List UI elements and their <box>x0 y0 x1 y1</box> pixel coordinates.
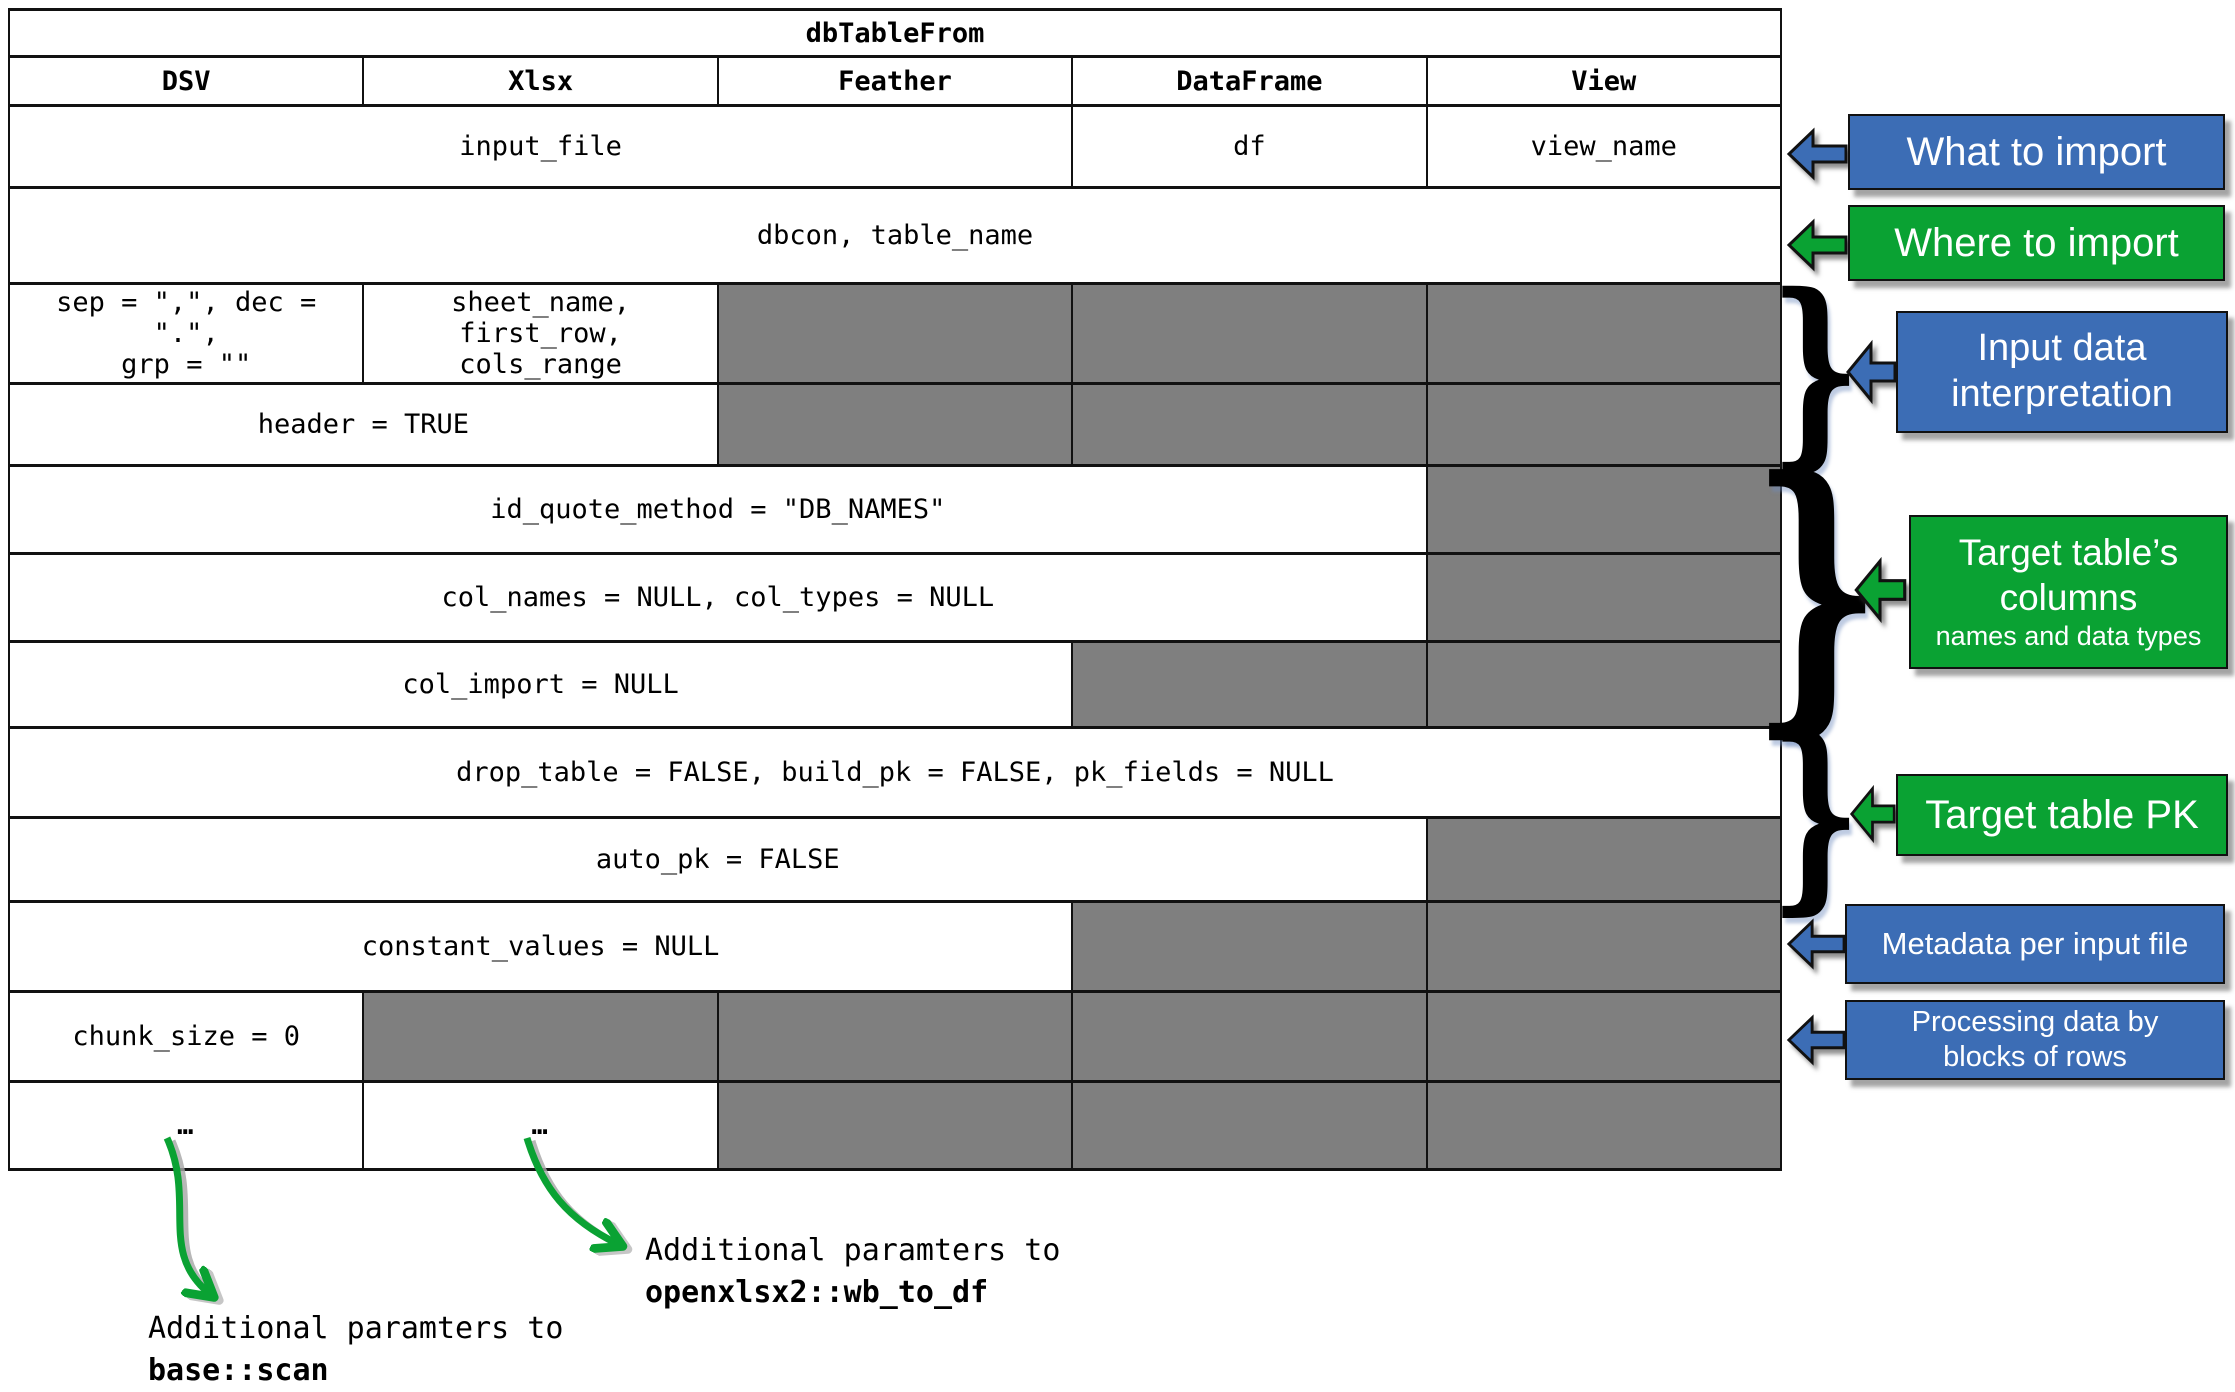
cell-auto-pk: auto_pk = FALSE <box>8 816 1428 903</box>
cell-col-import: col_import = NULL <box>7 640 1074 729</box>
empty-cell <box>716 282 1074 385</box>
callout-label: columns <box>1999 576 2138 618</box>
callout-label: Processing data by <box>1911 1006 2159 1039</box>
empty-cell <box>1425 282 1783 385</box>
cell-id-quote-method: id_quote_method = "DB_NAMES" <box>8 464 1428 555</box>
wb-to-df-arrow-shadow <box>528 1139 623 1247</box>
left-arrow-icon <box>1786 918 1846 970</box>
callout-label: Target table PK <box>1925 793 2199 837</box>
callout-where-to-import: Where to import <box>1848 205 2225 281</box>
table-row: dbcon, table_name <box>8 186 1782 285</box>
callout-label: interpretation <box>1951 373 2173 415</box>
table-row: constant_values = NULL <box>7 900 1783 993</box>
empty-cell <box>716 990 1074 1083</box>
annotation-line: Additional paramters to <box>645 1233 1061 1268</box>
callout-input-data-interpretation: Input data interpretation <box>1896 311 2228 433</box>
callout-processing-by-blocks: Processing data by blocks of rows <box>1845 1000 2225 1080</box>
table-row: auto_pk = FALSE <box>8 816 1783 903</box>
empty-cell <box>1071 1080 1428 1171</box>
annotation-function-name: openxlsx2::wb_to_df <box>645 1275 989 1310</box>
empty-cell <box>1425 990 1783 1083</box>
curly-brace-icon: } <box>1769 250 1861 490</box>
column-header-view: View <box>1425 55 1783 107</box>
parameter-table: dbTableFrom DSV Xlsx Feather DataFrame V… <box>7 8 1783 1171</box>
cell-view-name: view_name <box>1425 104 1783 189</box>
cell-sheet-name: sheet_name, first_row, cols_range <box>362 282 719 385</box>
table-row: DSV Xlsx Feather DataFrame View <box>7 55 1783 107</box>
empty-cell <box>1425 464 1783 555</box>
table-row: col_import = NULL <box>7 640 1783 729</box>
empty-cell <box>1071 990 1428 1083</box>
annotation-line: Additional paramters to <box>148 1311 564 1346</box>
callout-metadata-per-input-file: Metadata per input file <box>1845 904 2225 984</box>
curly-brace-icon: } <box>1769 694 1861 934</box>
callout-target-table-columns: Target table’s columns names and data ty… <box>1909 515 2228 669</box>
wb-to-df-arrow <box>523 1136 618 1244</box>
annotation-function-name: base::scan <box>148 1353 329 1388</box>
left-arrow-icon <box>1854 556 1907 624</box>
empty-cell <box>1425 1080 1783 1171</box>
table-row: header = TRUE <box>8 382 1783 467</box>
left-arrow-icon <box>1786 1014 1846 1066</box>
empty-cell <box>1071 900 1428 993</box>
column-header-dsv: DSV <box>7 55 365 107</box>
table-row: col_names = NULL, col_types = NULL <box>8 552 1783 643</box>
empty-cell <box>716 382 1074 467</box>
table-row: dbTableFrom <box>8 8 1782 58</box>
curly-brace-icon: } <box>1750 416 1882 762</box>
function-title: dbTableFrom <box>8 8 1782 58</box>
callout-label: Metadata per input file <box>1881 926 2189 962</box>
cell-chunk-size: chunk_size = 0 <box>7 990 365 1083</box>
left-arrow-icon <box>1846 339 1897 405</box>
empty-cell <box>1071 282 1428 385</box>
column-header-dataframe: DataFrame <box>1071 55 1428 107</box>
callout-sublabel: names and data types <box>1935 621 2202 652</box>
callout-label: Where to import <box>1894 221 2179 265</box>
empty-cell <box>362 990 719 1083</box>
cell-header-true: header = TRUE <box>8 382 719 467</box>
table-row: sep = ",", dec = ".", grp = "" sheet_nam… <box>7 282 1783 385</box>
column-header-feather: Feather <box>716 55 1074 107</box>
cell-df: df <box>1071 104 1428 189</box>
empty-cell <box>1425 640 1783 729</box>
empty-cell <box>1425 382 1783 467</box>
cell-dsv-ellipsis: … <box>7 1080 365 1171</box>
empty-cell <box>1425 552 1783 643</box>
cell-constant-values: constant_values = NULL <box>7 900 1074 993</box>
annotation-base-scan: Additional paramters to base::scan <box>148 1308 563 1392</box>
cell-drop-table-pk: drop_table = FALSE, build_pk = FALSE, pk… <box>8 726 1782 819</box>
curved-arrow-icons <box>163 1136 1150 1380</box>
annotation-wb-to-df: Additional paramters to openxlsx2::wb_to… <box>645 1230 1060 1314</box>
scan-arrow <box>163 1136 210 1294</box>
cell-col-names-types: col_names = NULL, col_types = NULL <box>8 552 1428 643</box>
empty-cell <box>716 1080 1074 1171</box>
left-arrow-icon <box>1786 127 1848 181</box>
empty-cell <box>1071 382 1428 467</box>
callout-what-to-import: What to import <box>1848 114 2225 190</box>
table-row: id_quote_method = "DB_NAMES" <box>8 464 1783 555</box>
left-arrow-icon <box>1849 784 1896 844</box>
callout-label: What to import <box>1906 130 2167 174</box>
empty-cell <box>1071 640 1428 729</box>
left-arrow-icon <box>1786 218 1848 272</box>
cell-dbcon-table-name: dbcon, table_name <box>8 186 1782 285</box>
table-row: … … <box>7 1080 1783 1171</box>
callout-label: Target table’s <box>1958 532 2179 574</box>
column-header-xlsx: Xlsx <box>362 55 719 107</box>
callout-label: Input data <box>1977 327 2147 370</box>
empty-cell <box>1425 816 1783 903</box>
table-row: input_file df view_name <box>7 104 1783 189</box>
empty-cell <box>1425 900 1783 993</box>
callout-target-table-pk: Target table PK <box>1896 774 2228 856</box>
table-row: chunk_size = 0 <box>7 990 1783 1083</box>
table-row: drop_table = FALSE, build_pk = FALSE, pk… <box>8 726 1782 819</box>
cell-input-file: input_file <box>7 104 1074 189</box>
cell-sep-dec-grp: sep = ",", dec = ".", grp = "" <box>7 282 365 385</box>
callout-label: blocks of rows <box>1943 1041 2127 1073</box>
